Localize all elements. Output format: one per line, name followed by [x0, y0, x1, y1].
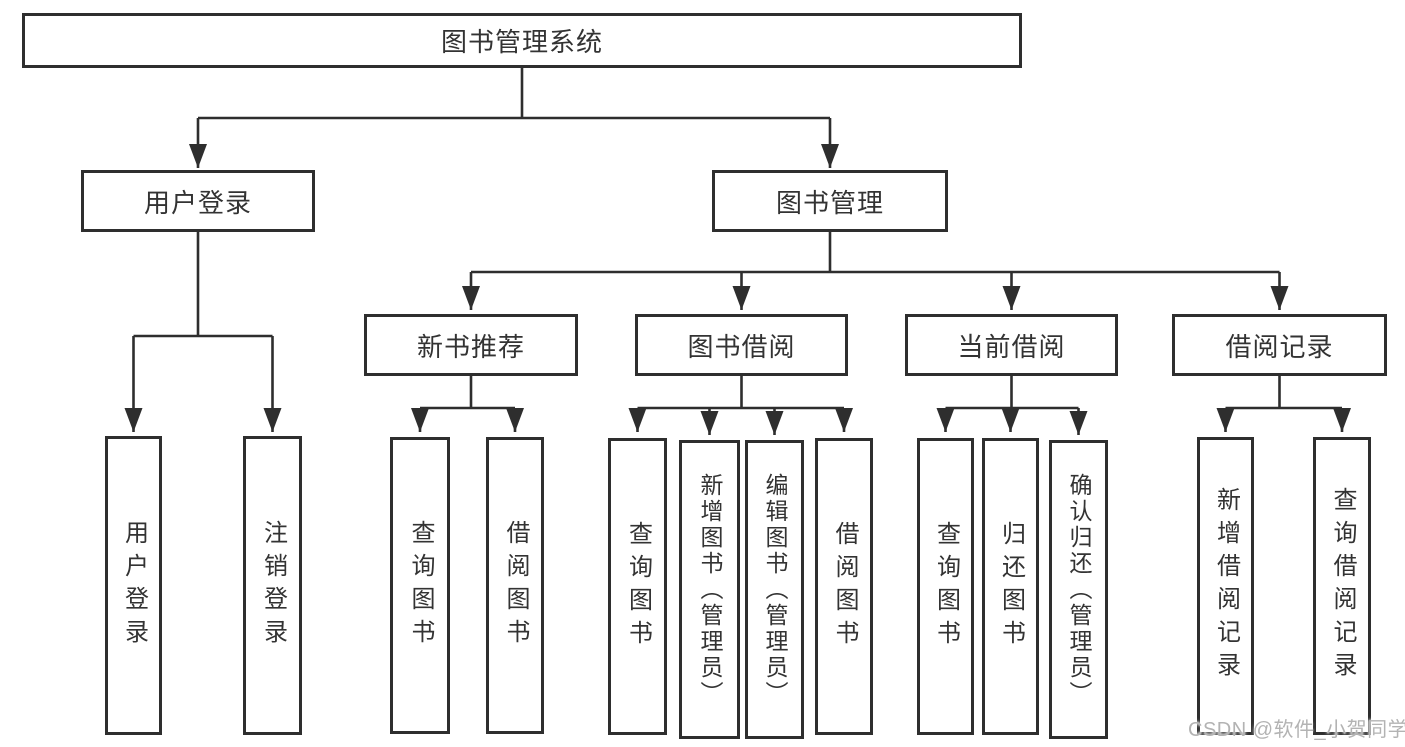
leaf-add-book-admin: 新增图书（管理员） [679, 440, 740, 739]
connector-book-borrow-to-leaves [628, 376, 853, 435]
connector-book-mgmt-to-level3 [462, 232, 1289, 310]
leaf-query-book-2: 查询图书 [608, 438, 667, 735]
node-current-borrow: 当前借阅 [905, 314, 1118, 376]
leaf-query-borrow-record: 查询借阅记录 [1313, 437, 1371, 735]
connector-borrow-record-to-leaves [1216, 376, 1351, 432]
leaf-query-book-3: 查询图书 [917, 438, 974, 735]
leaf-label: 新增图书（管理员） [697, 472, 723, 707]
leaf-label: 新增借阅记录 [1212, 487, 1240, 685]
leaf-edit-book-admin: 编辑图书（管理员） [745, 440, 804, 739]
leaf-label: 注销登录 [259, 519, 287, 652]
leaf-label: 归还图书 [997, 520, 1025, 653]
leaf-label: 查询图书 [407, 519, 434, 652]
leaf-label: 查询图书 [624, 520, 652, 653]
leaf-label: 编辑图书（管理员） [762, 472, 788, 707]
csdn-watermark: CSDN @软件_小贺同学 [1188, 719, 1405, 741]
leaf-confirm-return-admin: 确认归还（管理员） [1049, 440, 1108, 739]
connector-current-borrow-to-leaves [936, 376, 1088, 435]
leaf-return-book: 归还图书 [982, 438, 1039, 735]
leaf-add-borrow-record: 新增借阅记录 [1197, 437, 1254, 735]
node-root: 图书管理系统 [22, 13, 1022, 68]
node-borrow-record: 借阅记录 [1172, 314, 1387, 376]
connector-new-book-rec-to-leaves [411, 376, 524, 432]
leaf-user-login: 用户登录 [105, 436, 162, 735]
leaf-label: 用户登录 [120, 519, 148, 652]
leaf-borrow-book-2: 借阅图书 [815, 438, 873, 735]
leaf-label: 确认归还（管理员） [1066, 472, 1092, 707]
node-book-borrow: 图书借阅 [635, 314, 848, 376]
node-new-book-rec: 新书推荐 [364, 314, 578, 376]
connector-root-to-level2 [189, 68, 839, 168]
leaf-query-book-1: 查询图书 [390, 437, 450, 734]
leaf-borrow-book-1: 借阅图书 [486, 437, 544, 734]
leaf-label: 查询图书 [932, 520, 960, 653]
node-book-mgmt: 图书管理 [712, 170, 948, 232]
leaf-label: 借阅图书 [502, 519, 529, 652]
node-user-login: 用户登录 [81, 170, 315, 232]
leaf-label: 借阅图书 [831, 520, 858, 653]
leaf-label: 查询借阅记录 [1329, 487, 1356, 685]
leaf-logout: 注销登录 [243, 436, 302, 735]
connector-user-login-to-leaves [124, 232, 282, 432]
